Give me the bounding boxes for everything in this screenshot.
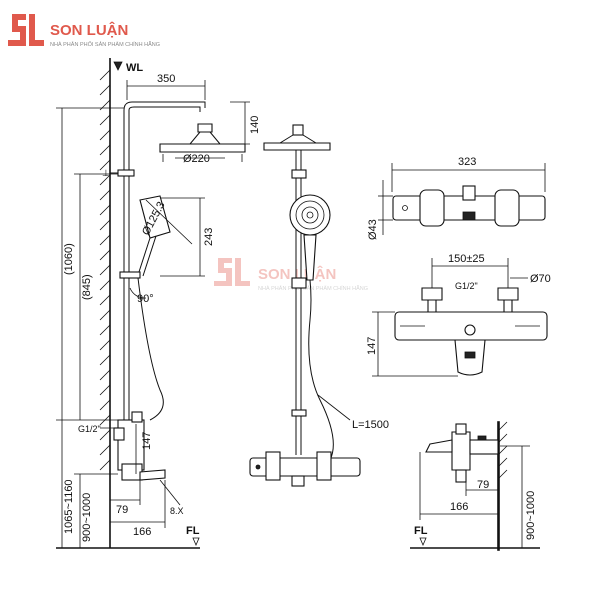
dim-hand-height: 243 [203,228,215,246]
svg-text:⊥: ⊥ [102,168,110,178]
upper-clamp [117,169,135,177]
watermark: SON LUẬN NHÀ PHÂN PHỐI SẢN PHẨM CHÍNH HÃ… [214,258,368,292]
handheld-shower [119,195,171,279]
wall-hatching [99,69,111,471]
watermark-logo-l [235,258,250,286]
hose-length-label: L=1500 [352,419,389,431]
brand-name: SON LUẬN [50,21,128,39]
dim-arm-label: 350 [157,73,175,85]
dim-thread-front: G1/2" [455,281,478,291]
front-hose [308,279,334,461]
wl-label: WL [126,62,143,74]
wl-marker [113,61,123,71]
dim-79-right: 79 [477,479,489,491]
dim-floor-right: 900~1000 [525,491,537,540]
dim-mixer-width: 323 [458,156,476,168]
brand-logo: SON LUẬN NHÀ PHÂN PHỐI SẢN PHẨM CHÍNH HÃ… [8,14,160,48]
dim-mid-height: (845) [81,274,93,300]
mixer-side-spout [425,439,453,453]
dim-total-height: (1060) [63,243,75,275]
dim-166-right: 166 [450,501,468,513]
dim-mixer-diameter: Ø43 [367,219,379,240]
mixer-front-view: 150±25 Ø70 G1/2" 147 [366,253,551,377]
fl-label-left: FL [186,525,200,537]
front-handheld-shower [289,194,331,281]
dim-angle: 90° [137,293,154,305]
front-overhead-shower [263,142,331,151]
dim-166-left: 166 [133,526,151,538]
mixer-side-body [451,431,471,471]
mixer-side-view: 79 166 900~1000 FL [410,421,540,551]
logo-l-mark [29,14,44,46]
mixer-side-left [113,411,166,481]
dim-floor-height: 900~1000 [81,493,93,542]
brand-tagline: NHÀ PHÂN PHỐI SẢN PHẨM CHÍNH HÃNG [50,41,160,48]
dim-nut-diameter: Ø70 [530,273,551,285]
front-view: L=1500 [249,124,389,487]
dim-install-height: 1065~1160 [63,479,75,534]
watermark-tagline: NHÀ PHÂN PHỐI SẢN PHẨM CHÍNH HÃNG [258,285,368,292]
dim-mixer-height: 147 [366,337,378,355]
mixer-top-view: 323 Ø43 [367,156,546,240]
dim-79-left: 79 [116,504,128,516]
watermark-logo-s [214,258,232,286]
fl-label-right: FL [414,525,428,537]
dim-angle-2: 8.X [170,506,184,516]
dim-147-left: 147 [141,432,153,450]
logo-s-mark [8,14,26,46]
dim-thread-left: G1/2" [78,424,101,434]
side-view: WL 350 140 Ø220 ⊥ [56,58,261,549]
wall-line-right [497,421,500,551]
dim-head-diameter: Ø220 [183,153,210,165]
dim-centers: 150±25 [448,253,485,265]
hose [137,277,164,421]
watermark-name: SON LUẬN [258,265,336,283]
top-arm [123,101,206,111]
dim-head-height: 140 [249,116,261,134]
overhead-shower [159,143,246,153]
